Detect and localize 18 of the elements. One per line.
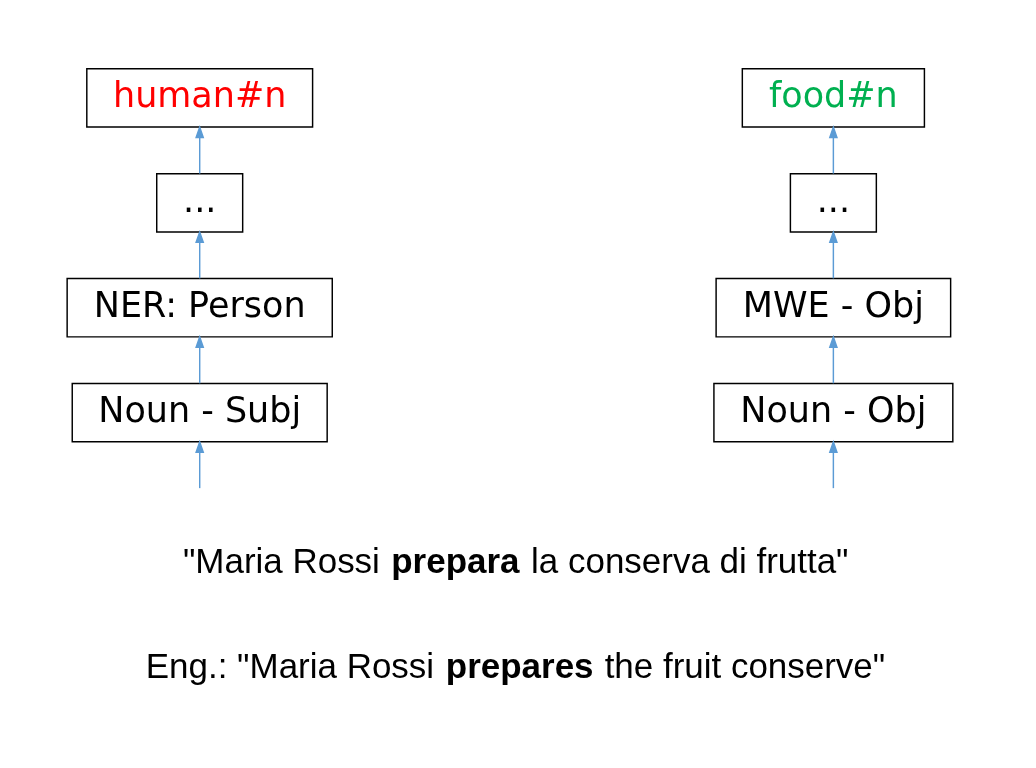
node-box: Noun - Obj <box>713 382 954 443</box>
arrow <box>828 439 838 489</box>
node-box: Noun - Subj <box>71 382 328 443</box>
node-box: food#n <box>741 68 926 128</box>
arrow <box>195 334 205 385</box>
arrow <box>195 229 205 280</box>
node-box: ... <box>156 173 244 233</box>
node-box: ... <box>789 173 878 233</box>
node-box: NER: Person <box>66 277 333 338</box>
node-box: human#n <box>86 68 314 128</box>
label: "Maria Rossi prepara la conserva di frutta" <box>182 540 849 580</box>
arrow <box>828 229 838 280</box>
arrow <box>195 125 205 175</box>
arrow <box>828 334 838 385</box>
label: Eng.: "Maria Rossi prepares the fruit conserve" <box>145 645 886 685</box>
node-box: MWE - Obj <box>715 277 952 338</box>
arrow <box>195 439 205 489</box>
arrow <box>828 125 838 175</box>
